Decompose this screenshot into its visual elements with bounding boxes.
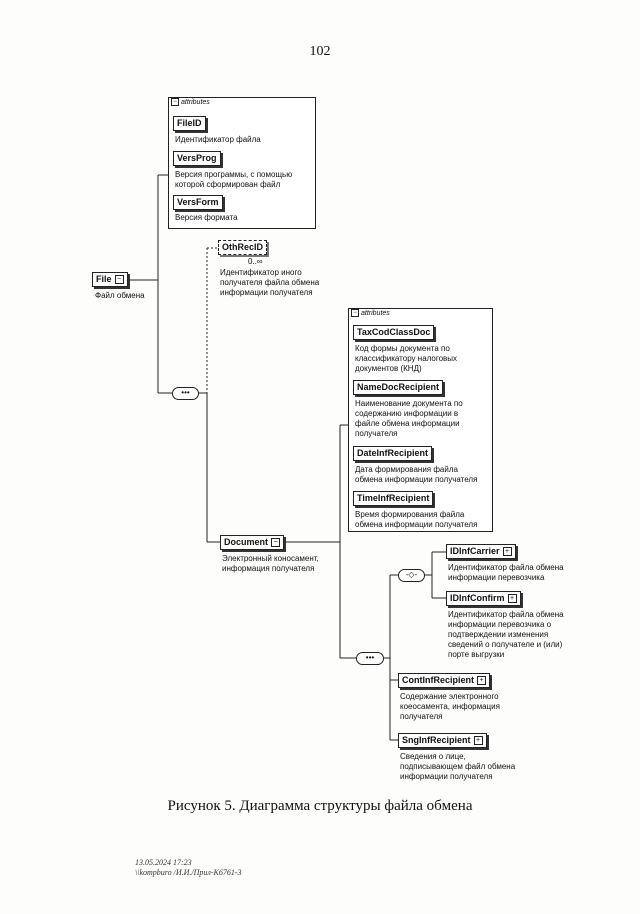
document-desc: Электронный коносамент, информация получ… <box>222 554 319 573</box>
attr-timeinfrecipient-desc: Время формирования файла обмена информац… <box>355 510 478 529</box>
attr-taxcodclassdoc-label: TaxCodClassDoc <box>357 327 431 337</box>
attr-versprog[interactable]: VersProg <box>173 151 221 166</box>
attributes-label: attributes <box>181 99 210 106</box>
document-attributes-header: −attributes <box>351 309 390 318</box>
attr-versprog-desc: Версия программы, с помощью которой сфор… <box>175 170 293 189</box>
attr-dateinfrecipient-desc: Дата формирования файла обмена информаци… <box>355 465 478 484</box>
attr-timeinfrecipient-label: TimeInfRecipient <box>357 493 430 503</box>
continfrecipient-label: ContInfRecipient <box>402 675 474 685</box>
choice-idinfconfirm[interactable]: IDInfConfirm+ <box>446 591 521 606</box>
collapse-icon[interactable]: − <box>271 538 281 548</box>
collapse-icon[interactable]: − <box>351 309 359 318</box>
expand-icon[interactable]: + <box>477 676 486 686</box>
file-attributes-header: −attributes <box>171 98 210 107</box>
othrecid-node[interactable]: OthRecID <box>218 240 268 255</box>
document-label: Document <box>224 537 269 547</box>
page-number: 102 <box>309 44 331 59</box>
seq-continfrecipient[interactable]: ContInfRecipient+ <box>398 673 490 688</box>
attr-fileid-label: FileID <box>177 118 202 128</box>
choice-compositor-icon[interactable]: -◇- <box>398 569 425 582</box>
choice-idinfcarrier[interactable]: IDInfCarrier+ <box>446 544 516 559</box>
attr-versprog-label: VersProg <box>177 153 217 163</box>
idinfcarrier-desc: Идентификатор файла обмена информации пе… <box>448 563 564 582</box>
idinfcarrier-label: IDInfCarrier <box>450 546 500 556</box>
attr-dateinfrecipient[interactable]: DateInfRecipient <box>353 446 433 461</box>
attr-namedocrecipient-label: NameDocRecipient <box>357 382 440 392</box>
collapse-icon[interactable]: − <box>114 275 124 285</box>
idinfconfirm-label: IDInfConfirm <box>450 593 505 603</box>
sequence-compositor-icon[interactable]: ••• <box>356 652 384 665</box>
snginfrecipient-desc: Сведения о лице, подписывающем файл обме… <box>400 752 516 781</box>
attr-timeinfrecipient[interactable]: TimeInfRecipient <box>353 491 434 506</box>
attr-taxcodclassdoc[interactable]: TaxCodClassDoc <box>353 325 435 340</box>
attr-namedocrecipient[interactable]: NameDocRecipient <box>353 380 444 395</box>
sequence-compositor-icon[interactable]: ••• <box>172 387 199 400</box>
expand-icon[interactable]: + <box>507 594 517 604</box>
othrecid-desc: Идентификатор иного получателя файла обм… <box>220 268 320 297</box>
othrecid-multiplicity: 0..∞ <box>248 257 263 266</box>
attr-namedocrecipient-desc: Наименование документа по содержанию инф… <box>355 399 463 438</box>
root-file-desc: Файл обмена <box>95 291 145 300</box>
attr-versform[interactable]: VersForm <box>173 195 223 210</box>
root-file-label: File <box>96 274 112 284</box>
attr-versform-label: VersForm <box>177 197 219 207</box>
snginfrecipient-label: SngInfRecipient <box>402 735 471 745</box>
footer-timestamp: 13.05.2024 17:23 <box>135 858 192 867</box>
continfrecipient-desc: Содержание электронного коеосамента, инф… <box>400 692 500 721</box>
othrecid-label: OthRecID <box>222 242 264 252</box>
attr-taxcodclassdoc-desc: Код формы документа по классификатору на… <box>355 344 458 373</box>
expand-icon[interactable]: + <box>502 547 512 557</box>
attr-fileid-desc: Идентификатор файла <box>175 135 261 144</box>
attr-dateinfrecipient-label: DateInfRecipient <box>357 448 429 458</box>
attr-versform-desc: Версия формата <box>175 213 238 222</box>
expand-icon[interactable]: + <box>473 736 483 746</box>
attr-fileid[interactable]: FileID <box>173 116 206 131</box>
seq-snginfrecipient[interactable]: SngInfRecipient+ <box>398 733 487 748</box>
figure-caption: Рисунок 5. Диаграмма структуры файла обм… <box>167 798 473 814</box>
idinfconfirm-desc: Идентификатор файла обмена информации пе… <box>448 610 564 659</box>
document-node[interactable]: Document− <box>220 535 285 550</box>
collapse-icon[interactable]: − <box>171 98 179 107</box>
root-file-node[interactable]: File− <box>92 272 128 287</box>
footer-path: \\kompburo /И.И./Прил-К6761-3 <box>135 868 242 877</box>
attributes-label: attributes <box>361 310 390 317</box>
footer: 13.05.2024 17:23 \\kompburo /И.И./Прил-К… <box>135 858 242 878</box>
